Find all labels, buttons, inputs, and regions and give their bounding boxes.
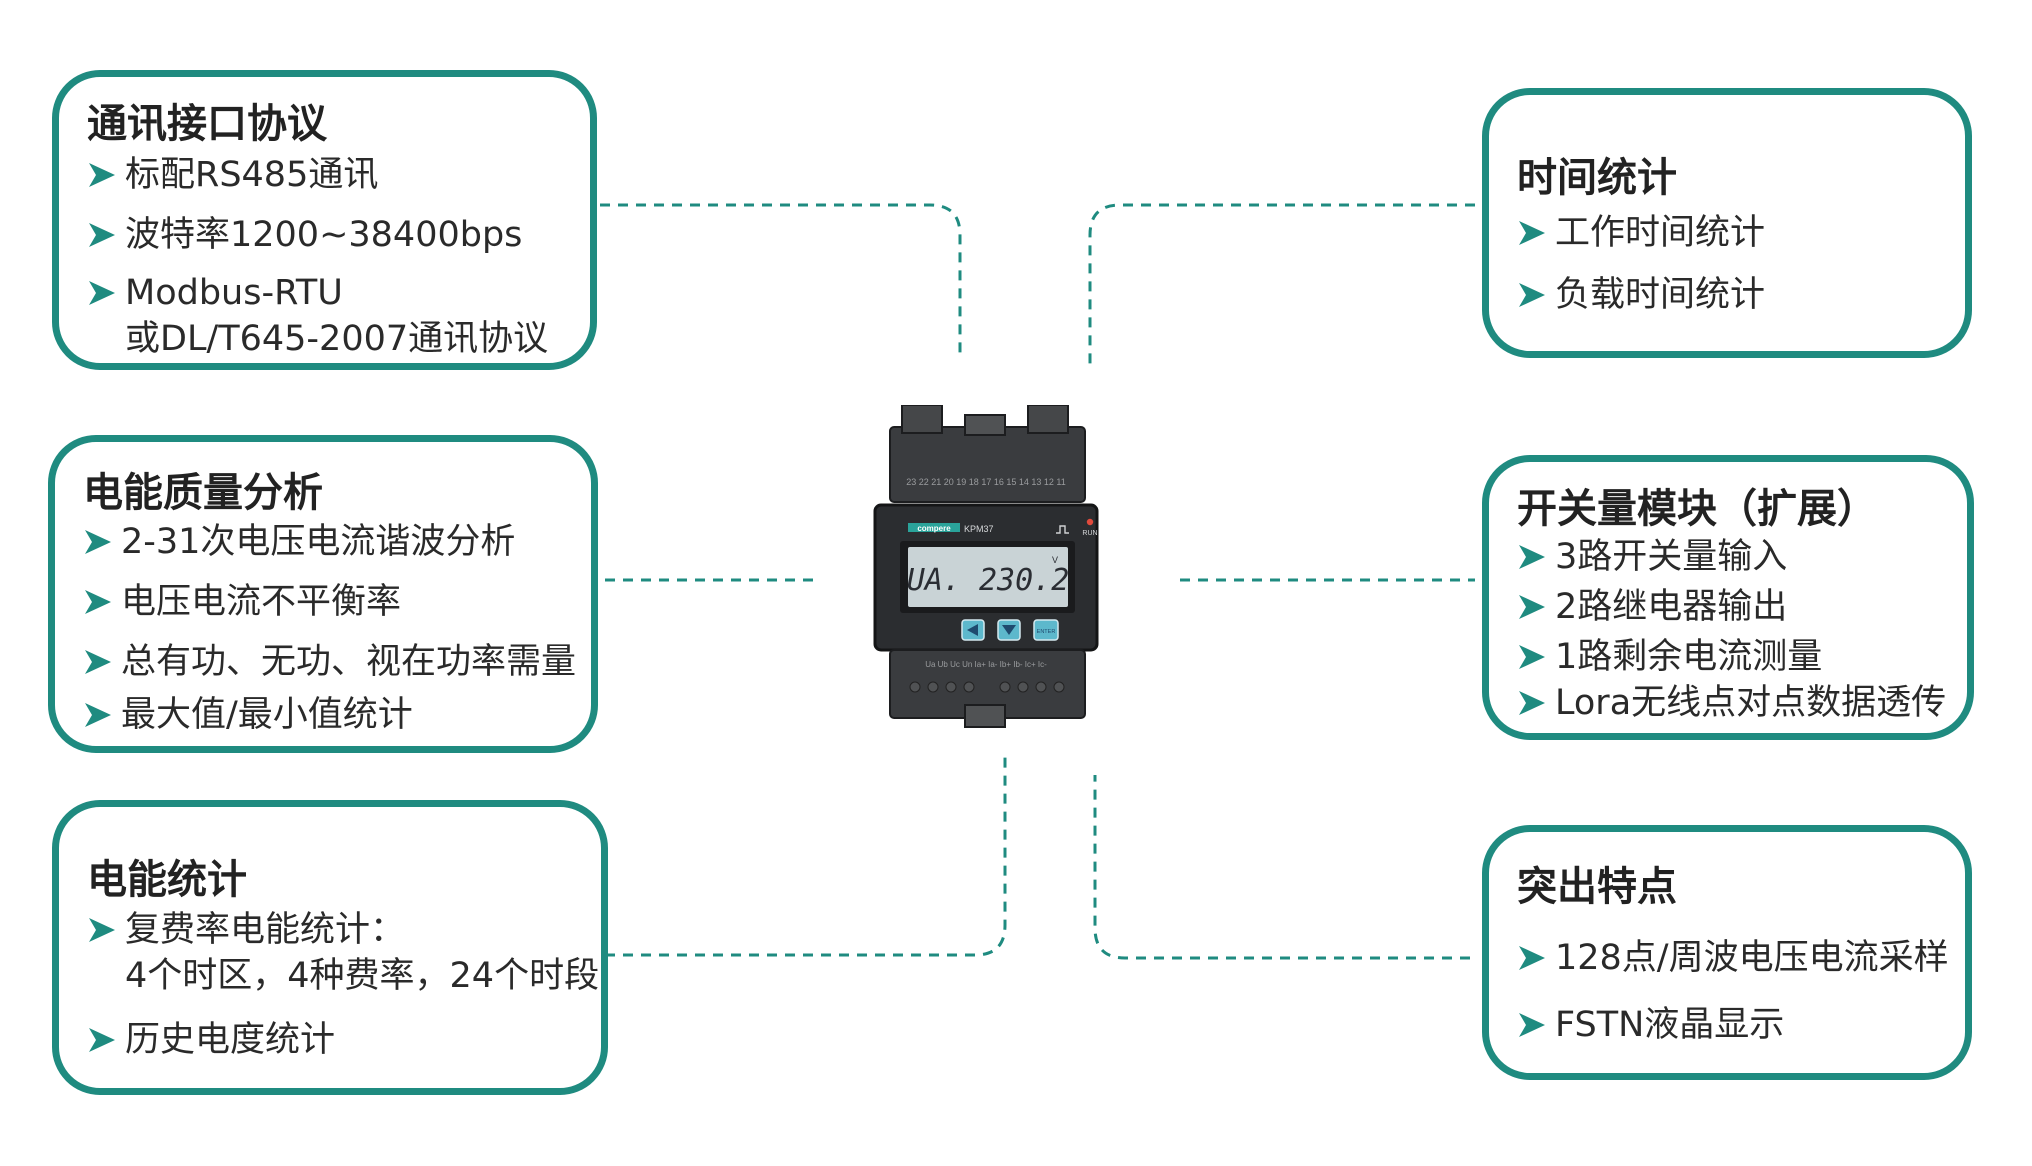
run-led	[1086, 518, 1094, 526]
box-switch-module-title: 开关量模块（扩展）	[1517, 486, 1877, 532]
lcd-screen	[908, 547, 1068, 607]
arrow-bullet-icon	[1519, 221, 1545, 245]
arrow-bullet-icon	[85, 650, 111, 674]
box-key-features: 突出特点 128点/周波电压电流采样 FSTN液晶显示	[1482, 825, 1972, 1080]
brand-logo	[908, 523, 960, 532]
arrow-bullet-icon	[89, 223, 115, 247]
box-power-quality-title: 电能质量分析	[83, 470, 323, 516]
box-communication: 通讯接口协议 标配RS485通讯 波特率1200~38400bps Modbus…	[52, 70, 597, 370]
top-terminal-labels: 23 22 21 20 19 18 17 16 15 14 13 12 11	[906, 477, 1065, 487]
run-label: RUN	[1082, 530, 1097, 537]
connector-energy	[605, 755, 1007, 957]
arrow-bullet-icon	[1519, 283, 1545, 307]
arrow-bullet-icon	[1519, 691, 1545, 715]
arrow-bullet-icon	[89, 1028, 115, 1052]
box-time-stats: 时间统计 工作时间统计 负载时间统计	[1482, 88, 1972, 358]
lcd-unit: V	[1052, 555, 1058, 565]
box-power-quality: 电能质量分析 2-31次电压电流谐波分析 电压电流不平衡率 总有功、无功、视在功…	[48, 435, 598, 753]
box-communication-title: 通讯接口协议	[87, 101, 327, 147]
enter-button[interactable]	[1033, 619, 1059, 641]
arrow-bullet-icon	[89, 163, 115, 187]
brand-name: compere	[917, 524, 951, 533]
top-terminal-cover	[889, 426, 1086, 503]
arrow-bullet-icon	[1519, 645, 1545, 669]
box-energy-stats-title: 电能统计	[87, 857, 247, 903]
arrow-bullet-icon	[1519, 946, 1545, 970]
box-key-features-title: 突出特点	[1517, 864, 1677, 910]
connector-time	[1088, 203, 1475, 365]
pulse-icon	[1056, 525, 1069, 534]
connector-comm	[600, 203, 962, 355]
connector-features	[1093, 775, 1470, 960]
left-arrow-icon	[967, 624, 978, 636]
arrow-bullet-icon	[1519, 545, 1545, 569]
bottom-terminal-labels: Ua Ub Uc Un Ia+ Ia- Ib+ Ib- Ic+ Ic-	[925, 660, 1047, 669]
box-switch-module: 开关量模块（扩展） 3路开关量输入 2路继电器输出 1路剩余电流测量 Lora无…	[1482, 455, 1974, 740]
arrow-bullet-icon	[1519, 595, 1545, 619]
lcd-reading: UA. 230.2	[907, 563, 1070, 598]
arrow-bullet-icon	[85, 530, 111, 554]
arrow-bullet-icon	[85, 590, 111, 614]
terminal-screws	[909, 681, 1065, 693]
model-name: KPM37	[964, 524, 994, 534]
box-time-stats-title: 时间统计	[1517, 155, 1677, 201]
down-arrow-icon	[1002, 625, 1016, 635]
enter-label: ENTER	[1037, 629, 1056, 635]
arrow-bullet-icon	[89, 281, 115, 305]
arrow-bullet-icon	[89, 918, 115, 942]
meter-device: 23 22 21 20 19 18 17 16 15 14 13 12 11 c…	[873, 405, 1099, 728]
box-energy-stats: 电能统计 复费率电能统计： 4个时区，4种费率，24个时段 历史电度统计	[52, 800, 608, 1095]
arrow-bullet-icon	[85, 703, 111, 727]
arrow-bullet-icon	[1519, 1013, 1545, 1037]
